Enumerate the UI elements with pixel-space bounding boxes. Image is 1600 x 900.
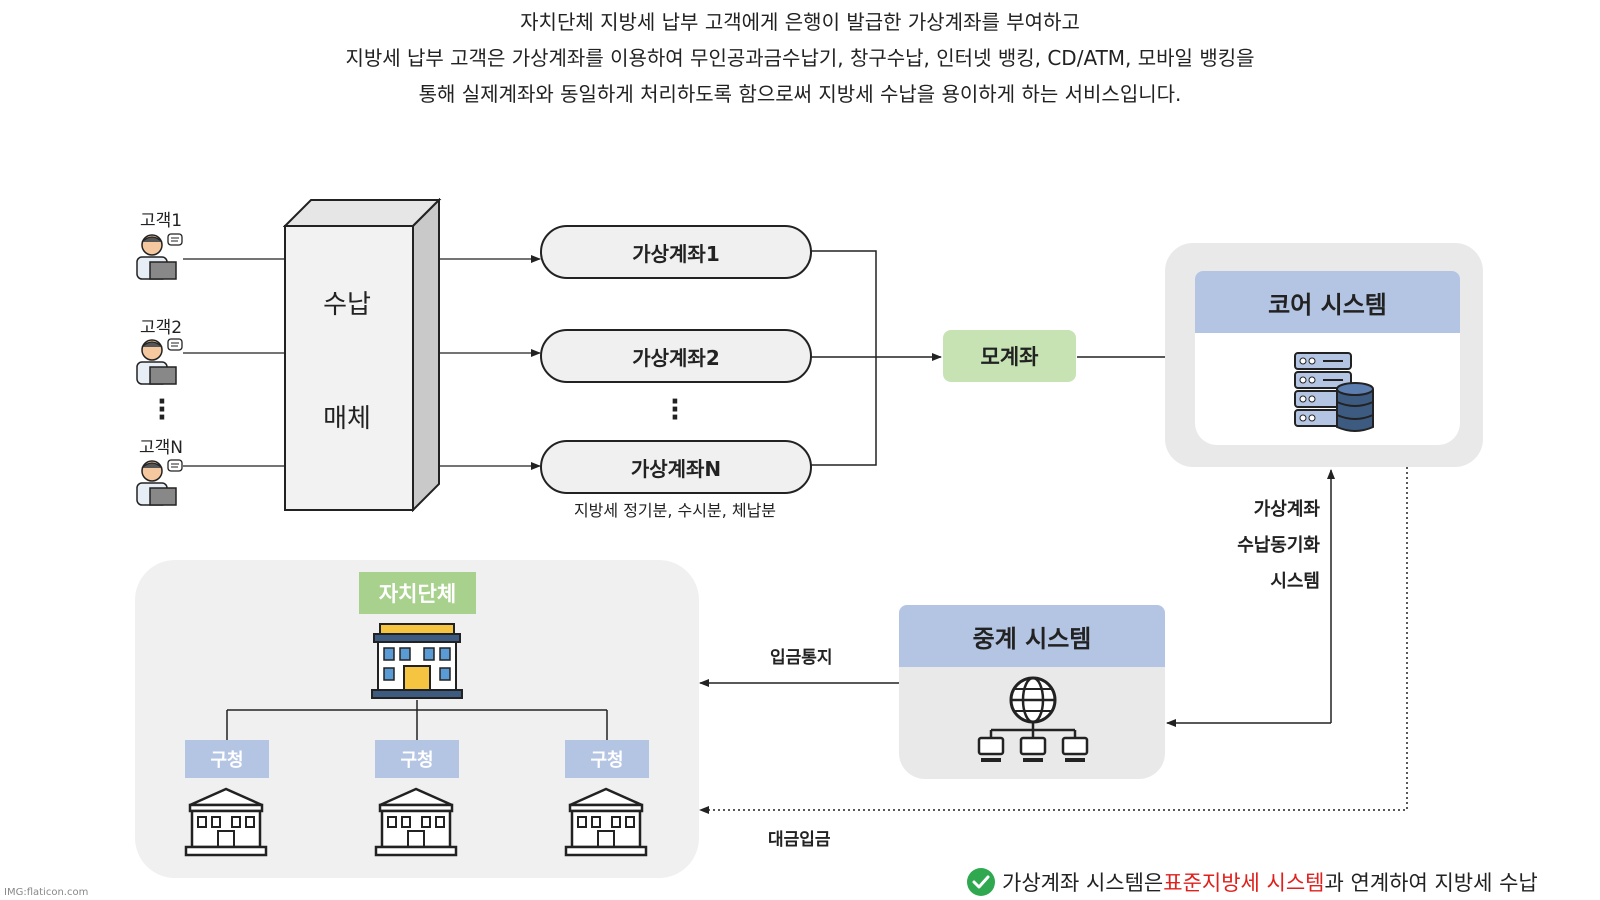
district-office-2-icon	[374, 785, 458, 863]
footer-text-2: 과 연계하여 지방세 수납	[1324, 871, 1538, 895]
virtual-account-n: 가상계좌N	[540, 440, 812, 494]
customer-ellipsis: ···	[157, 387, 167, 433]
virtual-account-2: 가상계좌2	[540, 329, 812, 383]
relay-system-title: 중계 시스템	[899, 605, 1165, 667]
payment-deposit-label: 대금입금	[768, 830, 831, 850]
parent-account-box: 모계좌	[943, 330, 1076, 382]
customer-n-label: 고객N	[139, 438, 183, 458]
network-globe-icon	[977, 676, 1089, 770]
customer-1-label: 고객1	[139, 211, 183, 231]
customer-n-icon	[132, 458, 186, 512]
virtual-account-1: 가상계좌1	[540, 225, 812, 279]
footer-highlight: 표준지방세 시스템	[1163, 871, 1325, 895]
payment-media-label-2: 매체	[323, 404, 371, 434]
intro-line-2: 지방세 납부 고객은 가상계좌를 이용하여 무인공과금수납기, 창구수납, 인터…	[345, 46, 1255, 70]
sync-label-line-1: 가상계좌	[1253, 499, 1320, 520]
intro-text: 자치단체 지방세 납부 고객에게 은행이 발급한 가상계좌를 부여하고 지방세 …	[0, 4, 1600, 112]
customer-1-icon	[132, 232, 186, 286]
sync-label-line-3: 시스템	[1270, 571, 1320, 592]
city-hall-icon	[370, 620, 464, 704]
district-office-2-label: 구청	[375, 740, 459, 778]
customer-2-label: 고객2	[139, 318, 183, 338]
virtual-account-caption: 지방세 정기분, 수시분, 체납분	[573, 501, 777, 520]
district-office-1-icon	[184, 785, 268, 863]
payment-media-box	[283, 198, 442, 512]
image-credit: IMG:flaticon.com	[4, 887, 89, 898]
va-bracket	[810, 250, 877, 466]
check-circle-icon	[967, 868, 995, 896]
footer-text-1: 가상계좌 시스템은	[1002, 871, 1164, 895]
district-office-3-label: 구청	[565, 740, 649, 778]
district-office-1-label: 구청	[185, 740, 269, 778]
local-gov-title: 자치단체	[359, 572, 476, 614]
deposit-notice-label: 입금통지	[770, 648, 833, 668]
footer-note: 가상계좌 시스템은 표준지방세 시스템 과 연계하여 지방세 수납	[966, 867, 1538, 897]
customer-2-icon	[132, 337, 186, 391]
core-system-title: 코어 시스템	[1195, 271, 1460, 333]
district-office-3-icon	[564, 785, 648, 863]
intro-line-3: 통해 실제계좌와 동일하게 처리하도록 함으로써 지방세 수납을 용이하게 하는…	[418, 82, 1182, 106]
sync-label-line-2: 수납동기화	[1237, 535, 1320, 556]
payment-media-label-1: 수납	[323, 290, 371, 320]
server-database-icon	[1293, 351, 1377, 437]
virtual-account-ellipsis: ···	[670, 387, 680, 433]
intro-line-1: 자치단체 지방세 납부 고객에게 은행이 발급한 가상계좌를 부여하고	[520, 10, 1080, 34]
sync-system-label: 가상계좌 수납동기화 시스템	[1200, 492, 1320, 600]
